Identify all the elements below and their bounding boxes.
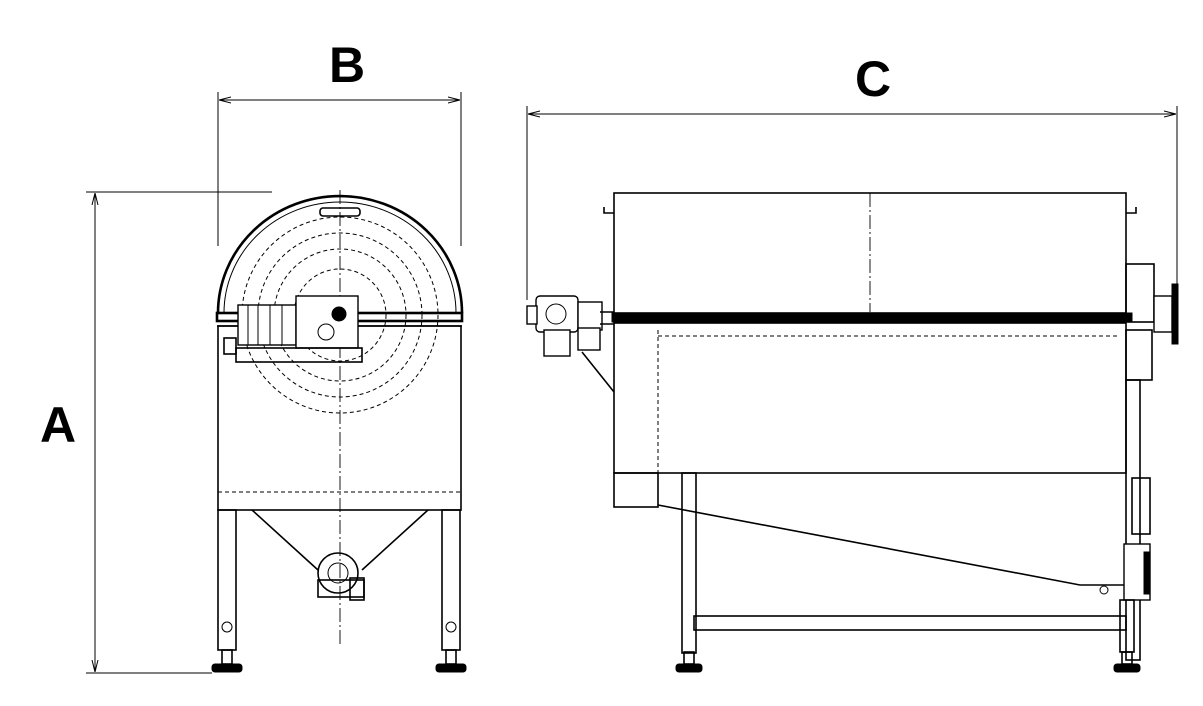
motor-mount-bracket: [223, 337, 237, 355]
side-view: [526, 192, 1179, 673]
front-motor-assembly: [223, 295, 363, 363]
motor-body: [237, 304, 297, 346]
dimension-b-label: B: [329, 37, 365, 93]
front-foot-left: [211, 663, 243, 673]
side-tank-hidden: [657, 330, 1118, 473]
actuator-body: [543, 329, 571, 357]
dimension-b: B: [217, 37, 462, 246]
side-lower-frame: [693, 615, 1127, 631]
gearbox-boss: [317, 323, 335, 341]
side-leg-left: [681, 472, 697, 654]
drain-valve-icon: [1099, 585, 1109, 595]
right-outlet-flange: [1143, 551, 1151, 595]
leg-adjuster-icon: [445, 621, 457, 633]
dimension-a-label: A: [40, 397, 76, 453]
dimension-c-label: C: [855, 51, 891, 107]
side-foot-right: [1113, 663, 1141, 673]
side-drain-box: [613, 472, 659, 508]
side-foot-stem-right: [1121, 651, 1133, 665]
side-leg-right: [1119, 599, 1135, 653]
actuator-shaft: [600, 311, 614, 325]
leg-adjuster-icon: [221, 621, 233, 633]
actuator-coupling: [577, 301, 603, 331]
front-hopper-walls: [251, 509, 429, 571]
actuator-housing: [577, 327, 601, 351]
motor-mount-plate: [235, 347, 363, 363]
right-shaft-hub: [1153, 295, 1173, 333]
actuator-head: [535, 295, 579, 333]
dimension-a: A: [40, 191, 272, 674]
front-outlet-valve-inner: [327, 562, 349, 584]
drum-hidden-inner: [273, 248, 407, 382]
front-leg-left: [217, 509, 237, 651]
front-foot-right: [435, 663, 467, 673]
gearbox-shaft: [331, 306, 347, 322]
right-mid-bracket: [1131, 477, 1151, 535]
right-column: [1125, 379, 1141, 661]
actuator-cap: [545, 303, 567, 325]
front-outlet-valve: [317, 552, 359, 594]
side-lid-handles: [603, 207, 1137, 214]
side-foot-left: [675, 663, 703, 673]
front-leg-right: [441, 509, 461, 651]
front-view: [211, 190, 467, 673]
right-gear-cover: [1125, 329, 1153, 381]
side-actuator: [526, 295, 615, 393]
gearbox-body: [295, 295, 359, 349]
front-foot-stem-left: [221, 649, 233, 665]
side-sloped-bottom: [657, 504, 1126, 586]
actuator-brace: [581, 351, 615, 393]
dimension-c: C: [526, 51, 1178, 300]
right-bearing-housing: [1125, 263, 1155, 323]
side-right-assembly: [1099, 263, 1179, 661]
front-outlet-flange: [349, 577, 365, 601]
front-tank-body: [217, 325, 462, 511]
side-tank-body: [613, 322, 1127, 474]
front-foot-stem-right: [445, 649, 457, 665]
side-flange-band: [611, 312, 1133, 323]
right-flange-plate: [1171, 283, 1179, 345]
drum-hidden-outer: [241, 216, 439, 414]
actuator-knob: [526, 305, 538, 325]
